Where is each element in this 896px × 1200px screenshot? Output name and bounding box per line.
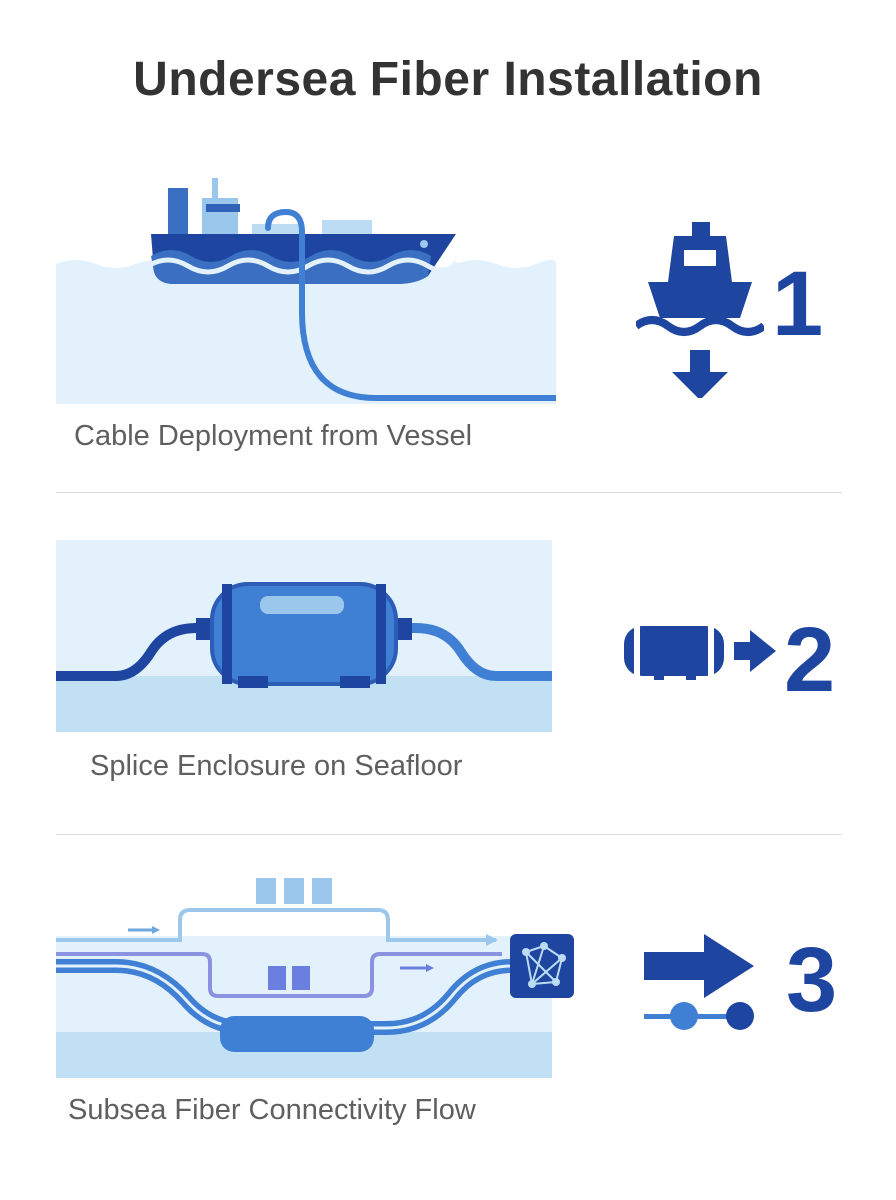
- connection-flow-icon: [644, 934, 754, 1030]
- data-packet-icon: [268, 966, 310, 990]
- step-number: 1: [772, 253, 824, 355]
- section-divider: [56, 492, 842, 493]
- signal-path: [56, 952, 502, 998]
- fiber-cable: [265, 208, 556, 401]
- page-title: Undersea Fiber Installation: [133, 53, 763, 106]
- connectivity-flow-illustration: [56, 878, 574, 1078]
- fiber-cable: [392, 623, 552, 681]
- step-caption: Cable Deployment from Vessel: [74, 420, 473, 452]
- data-packet-icon: [256, 878, 332, 904]
- splice-enclosure-icon: [220, 1016, 374, 1052]
- splice-enclosure-illustration: [56, 540, 552, 732]
- section-divider: [56, 834, 842, 835]
- ship-deploy-icon: [636, 222, 764, 398]
- enclosure-forward-icon: [624, 626, 776, 680]
- step-number: 3: [786, 929, 838, 1031]
- step-caption: Subsea Fiber Connectivity Flow: [68, 1094, 476, 1126]
- step-caption: Splice Enclosure on Seafloor: [90, 750, 463, 782]
- step-number: 2: [784, 609, 836, 711]
- splice-enclosure-icon: [196, 582, 412, 688]
- network-node-icon: [510, 934, 574, 998]
- signal-path: [56, 908, 496, 942]
- cable-deployment-illustration: [56, 178, 556, 404]
- fiber-cable: [56, 623, 216, 681]
